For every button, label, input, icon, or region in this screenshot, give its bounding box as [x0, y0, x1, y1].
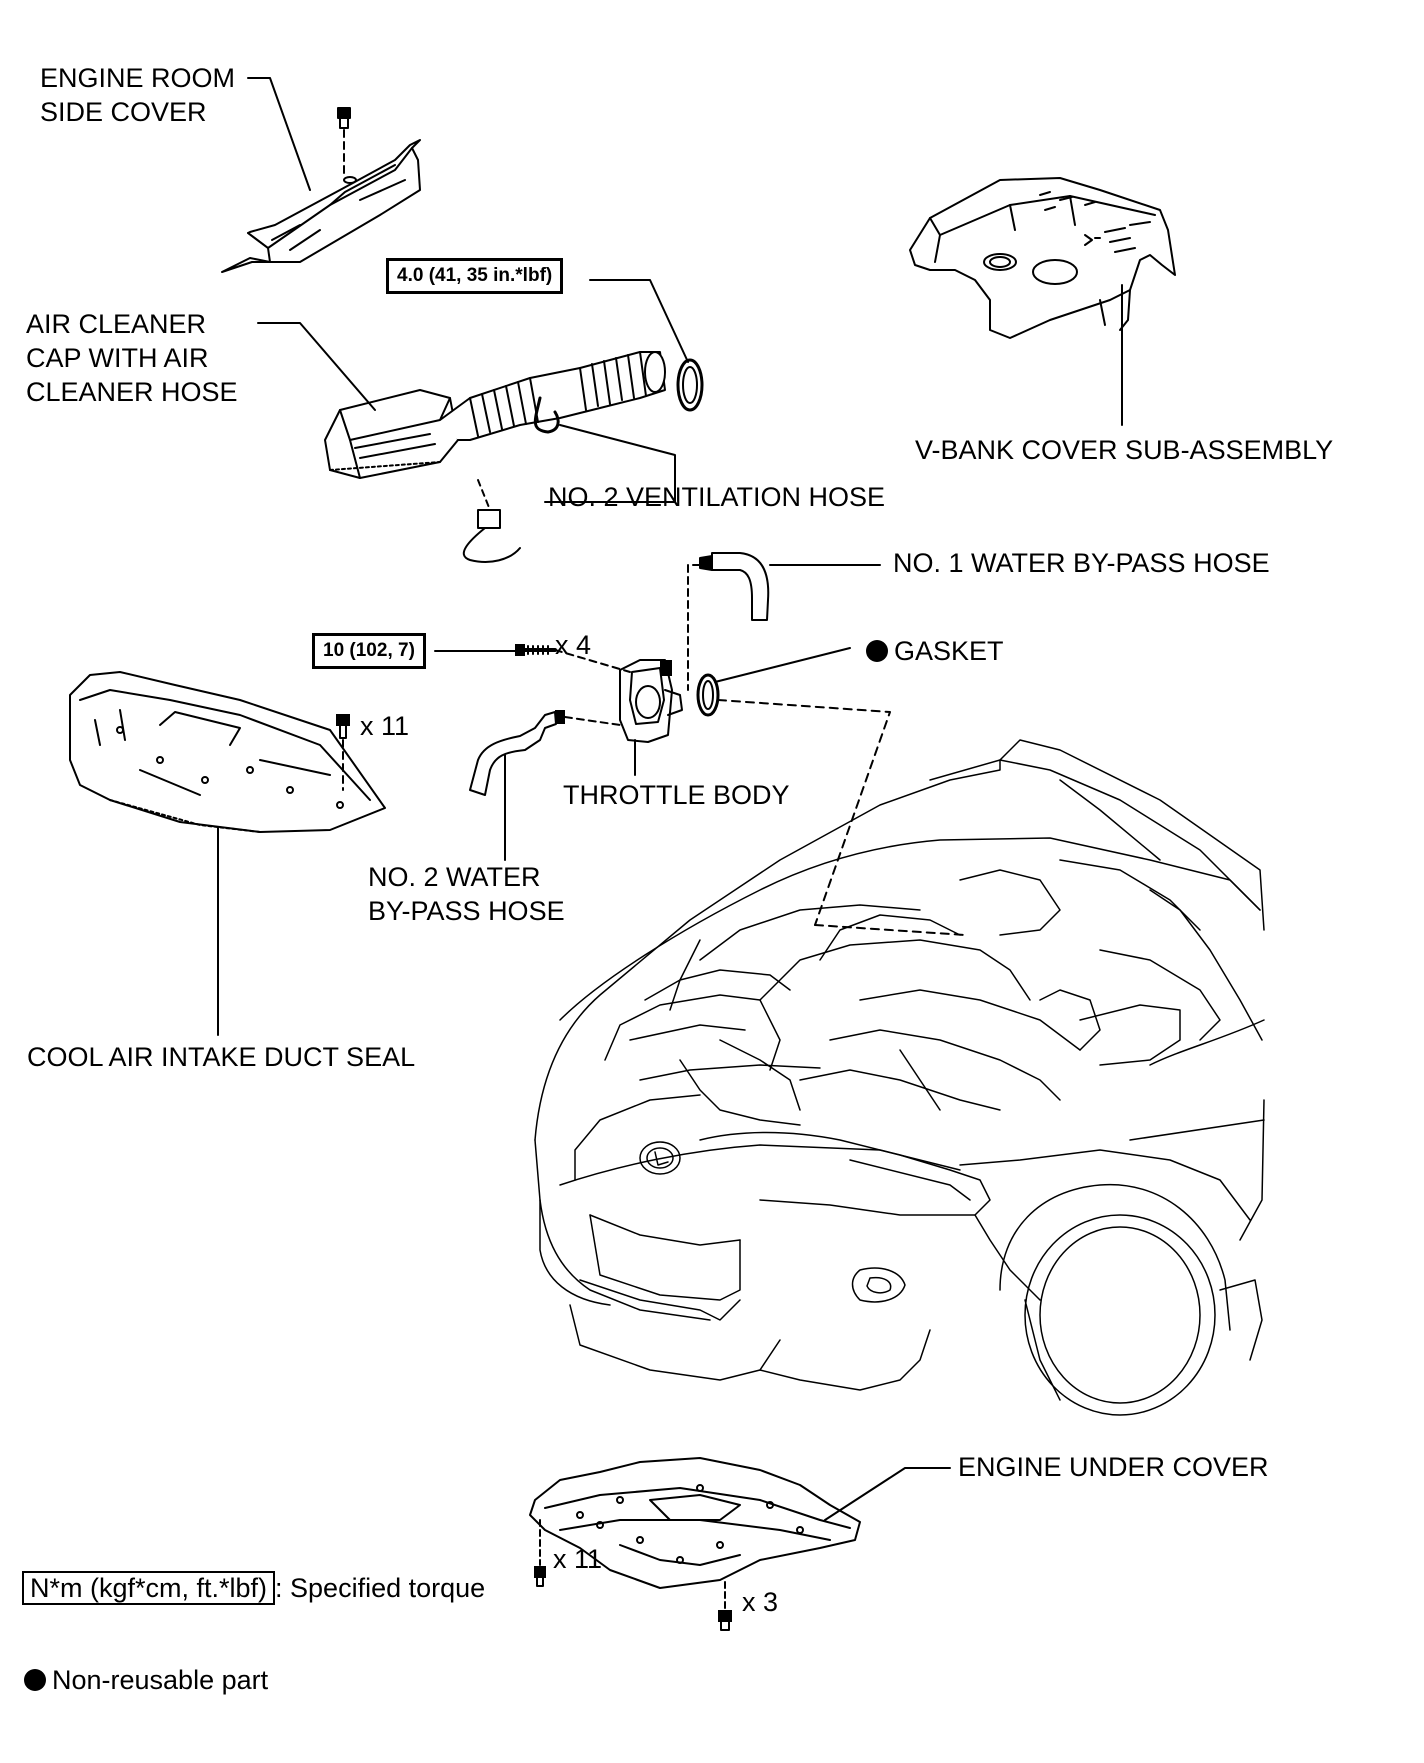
nonreusable-icon — [866, 640, 888, 662]
bolt-icon — [337, 107, 351, 129]
hose-clamp-part — [676, 358, 704, 412]
throttle-body-label: THROTTLE BODY — [563, 780, 790, 810]
nonreusable-legend: Non-reusable part — [24, 1663, 268, 1697]
cool-air-intake-duct-seal-part — [69, 671, 386, 833]
under-cover-clip-quantity: x 11 — [553, 1544, 603, 1574]
gasket-label: GASKET — [866, 634, 1004, 668]
torque-legend-desc: : Specified torque — [275, 1573, 486, 1603]
clip-icon — [534, 1566, 546, 1587]
clamp-torque-spec: 4.0 (41, 35 in.*lbf) — [386, 258, 564, 294]
under-cover-bolt-quantity: x 3 — [742, 1587, 779, 1617]
engine-room-side-cover-part — [221, 139, 421, 273]
engine-under-cover-label: ENGINE UNDER COVER — [958, 1452, 1269, 1482]
engine-under-cover-part — [529, 1457, 861, 1589]
no1-water-bypass-hose-part — [699, 552, 770, 621]
vehicle-outline — [534, 739, 1265, 1416]
gasket-part — [696, 673, 720, 717]
clip-icon — [336, 714, 350, 739]
air-cleaner-cap-part — [324, 351, 666, 479]
throttle-bolt-quantity: x 4 — [555, 630, 592, 660]
no1-water-bypass-hose-label: NO. 1 WATER BY-PASS HOSE — [893, 548, 1270, 578]
torque-legend-unit: N*m (kgf*cm, ft.*lbf) — [22, 1571, 276, 1605]
throttle-body-part — [619, 659, 683, 743]
throttle-bolt-torque-spec: 10 (102, 7) — [312, 633, 426, 669]
duct-seal-clip-quantity: x 11 — [360, 711, 410, 741]
cool-air-intake-duct-seal-label: COOL AIR INTAKE DUCT SEAL — [27, 1042, 416, 1072]
torque-legend: N*m (kgf*cm, ft.*lbf): Specified torque — [22, 1571, 485, 1605]
engine-room-side-cover-label: ENGINE ROOM SIDE COVER — [40, 63, 236, 127]
sensor-connector-part — [462, 479, 521, 563]
no2-water-bypass-hose-part — [469, 710, 565, 796]
v-bank-cover-label: V-BANK COVER SUB-ASSEMBLY — [915, 435, 1334, 465]
no2-water-bypass-hose-label: NO. 2 WATER BY-PASS HOSE — [368, 862, 565, 926]
bolt-icon — [718, 1610, 732, 1631]
bolt-icon — [515, 644, 557, 656]
air-cleaner-cap-label: AIR CLEANER CAP WITH AIR CLEANER HOSE — [26, 309, 238, 407]
v-bank-cover-part — [909, 177, 1176, 339]
no2-ventilation-hose-label: NO. 2 VENTILATION HOSE — [548, 482, 886, 512]
nonreusable-icon — [24, 1669, 46, 1691]
